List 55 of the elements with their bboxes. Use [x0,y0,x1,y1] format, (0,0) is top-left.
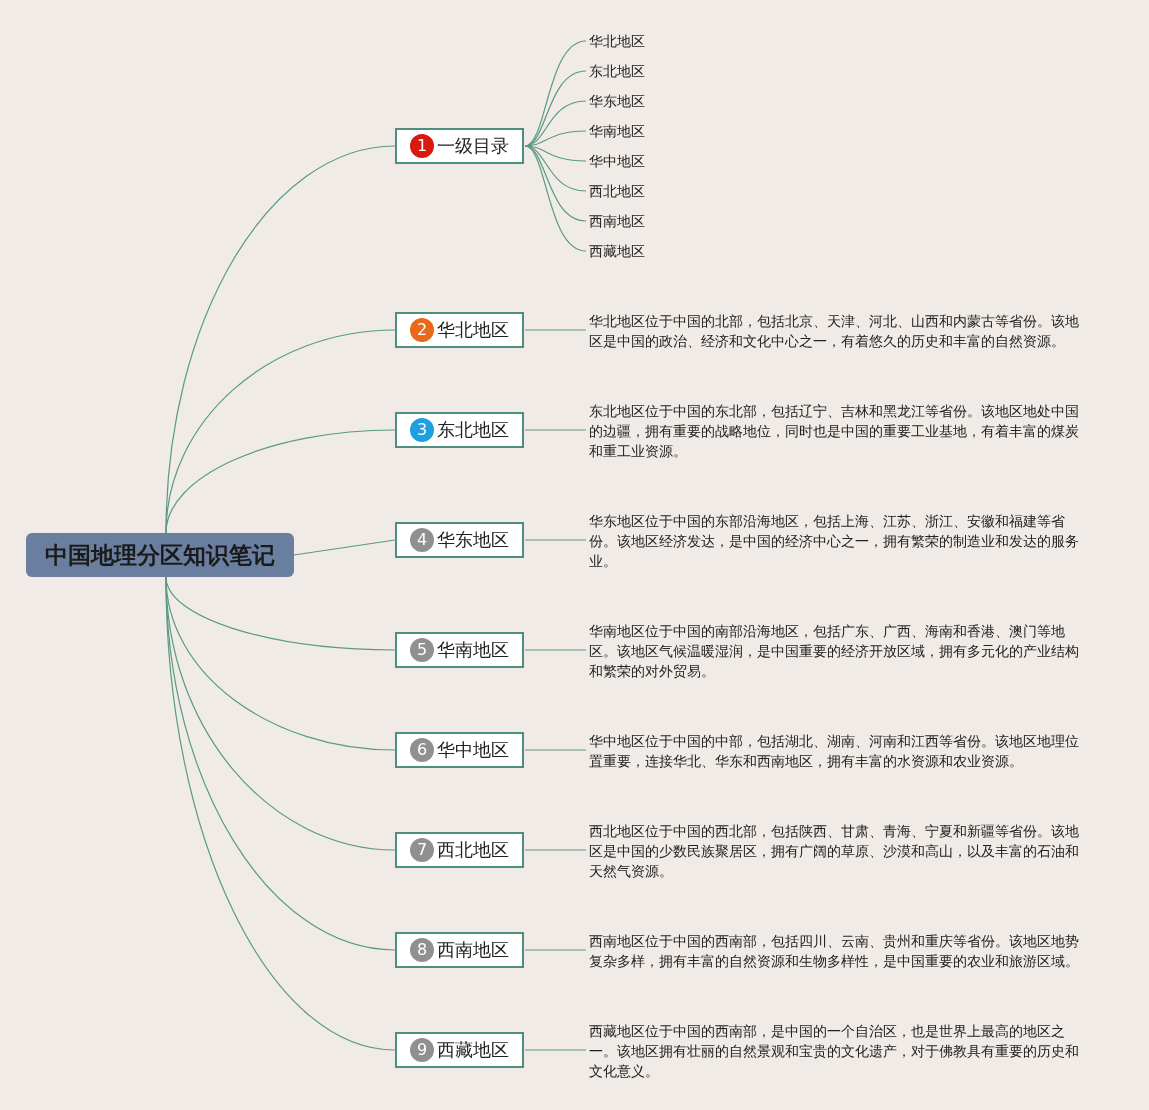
connector-line [524,1049,587,1051]
topic-box [395,1032,524,1068]
description-text: 东北地区位于中国的东北部，包括辽宁、吉林和黑龙江等省份。该地区地处中国的边疆，拥有重要的战略地位，同时也是中国的重要工业基地，有着丰富的煤炭和重工业资源。 [589,401,1085,461]
topic-box [395,932,524,968]
connector-line [524,949,587,951]
number-badge: 6 [410,738,434,762]
connector-line [524,749,587,751]
region-label: 西北地区 [589,182,645,200]
number-badge: 4 [410,528,434,552]
region-label: 西藏地区 [589,242,645,260]
number-badge: 2 [410,318,434,342]
description-text: 西南地区位于中国的西南部，包括四川、云南、贵州和重庆等省份。该地区地势复杂多样，拥有丰富的自然资源和生物多样性，是中国重要的农业和旅游区域。 [589,931,1085,971]
region-label: 西南地区 [589,212,645,230]
root-box: 中国地理分区知识笔记 [26,533,294,577]
description-text: 华北地区位于中国的北部，包括北京、天津、河北、山西和内蒙古等省份。该地区是中国的政治、经济和文化中心之一，有着悠久的历史和丰富的自然资源。 [589,311,1085,351]
connector-line [524,539,587,541]
region-label: 华南地区 [589,122,645,140]
connector-line [165,429,396,534]
connector-line [524,849,587,851]
topic-label: 华南地区 [437,638,509,662]
topic-label: 西北地区 [437,838,509,862]
number-badge: 3 [410,418,434,442]
number-badge: 5 [410,638,434,662]
topic-box [395,128,524,164]
topic-label: 一级目录 [437,134,509,158]
topic-label: 东北地区 [437,418,509,442]
topic-box [395,732,524,768]
connector-line [524,329,587,331]
topic-label: 华中地区 [437,738,509,762]
topic-box [395,832,524,868]
topic-label: 西藏地区 [437,1038,509,1062]
connector-line [293,539,396,556]
number-badge: 1 [410,134,434,158]
description-text: 华南地区位于中国的南部沿海地区，包括广东、广西、海南和香港、澳门等地区。该地区气候温暖湿润，是中国重要的经济开放区域，拥有多元化的产业结构和繁荣的对外贸易。 [589,621,1085,681]
region-label: 华北地区 [589,32,645,50]
topic-label: 华东地区 [437,528,509,552]
topic-label: 华北地区 [437,318,509,342]
description-text: 华东地区位于中国的东部沿海地区，包括上海、江苏、浙江、安徽和福建等省份。该地区经济发达，是中国的经济中心之一，拥有繁荣的制造业和发达的服务业。 [589,511,1085,571]
topic-box [395,312,524,348]
topic-box [395,412,524,448]
number-badge: 9 [410,1038,434,1062]
description-text: 西藏地区位于中国的西南部，是中国的一个自治区，也是世界上最高的地区之一。该地区拥有壮丽的自然景观和宝贵的文化遗产，对于佛教具有重要的历史和文化意义。 [589,1021,1085,1081]
topic-label: 西南地区 [437,938,509,962]
topic-box [395,522,524,558]
description-text: 华中地区位于中国的中部，包括湖北、湖南、河南和江西等省份。该地区地理位置重要，连接华北、华东和西南地区，拥有丰富的水资源和农业资源。 [589,731,1085,771]
description-text: 西北地区位于中国的西北部，包括陕西、甘肃、青海、宁夏和新疆等省份。该地区是中国的少数民族聚居区，拥有广阔的草原、沙漠和高山，以及丰富的石油和天然气资源。 [589,821,1085,881]
number-badge: 8 [410,938,434,962]
region-label: 华东地区 [589,92,645,110]
connector-line [524,145,587,252]
topic-box [395,632,524,668]
number-badge: 7 [410,838,434,862]
connector-line [524,429,587,431]
connector-line [524,649,587,651]
region-label: 东北地区 [589,62,645,80]
region-label: 华中地区 [589,152,645,170]
